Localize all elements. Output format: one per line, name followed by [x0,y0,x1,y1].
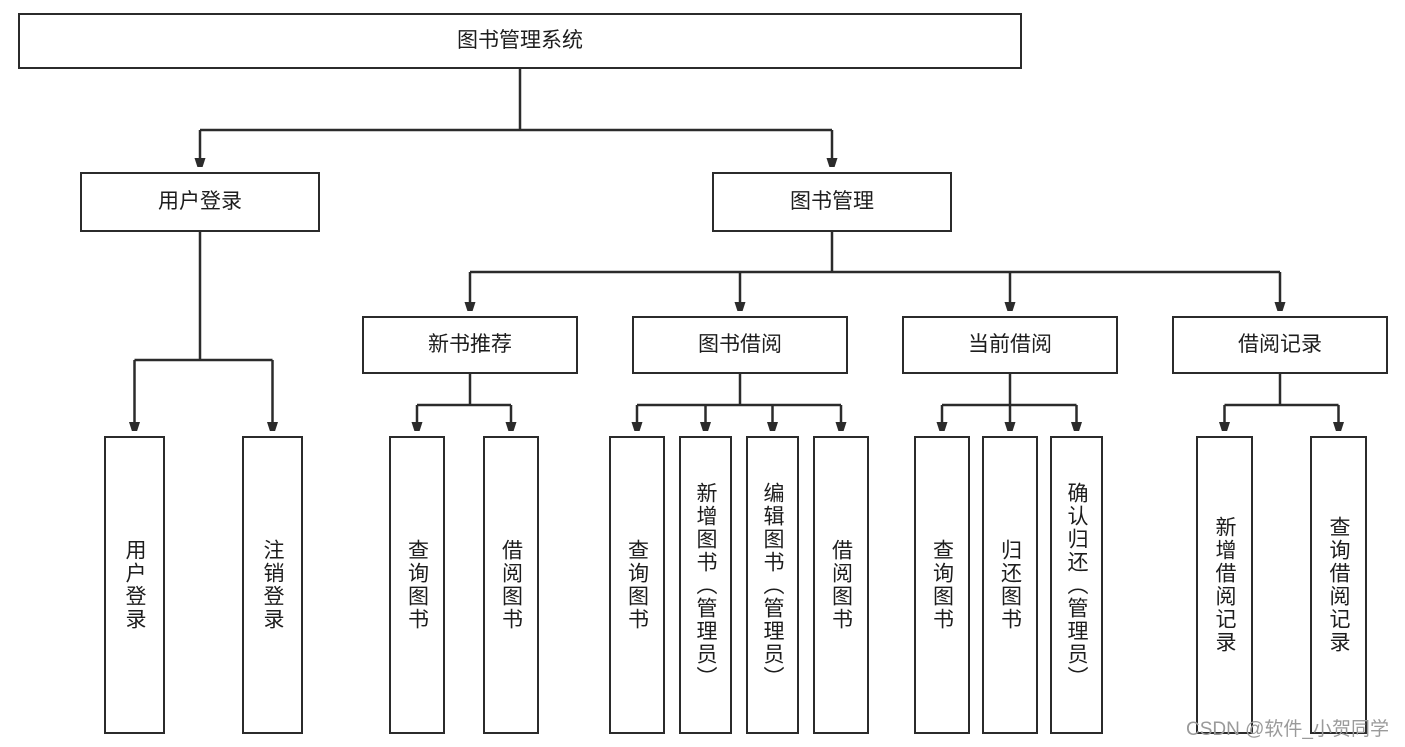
node-label: 确认归还（管理员） [1065,481,1088,689]
watermark-label: CSDN @软件_小贺同学 [1186,719,1389,740]
node-label: 图书管理 [790,189,874,213]
node-leaf-bw-query[interactable]: 查询图书 [609,436,665,734]
node-leaf-cur-confirm[interactable]: 确认归还（管理员） [1050,436,1103,734]
node-label: 查询图书 [930,539,954,631]
node-label: 当前借阅 [968,332,1052,356]
node-label: 新增图书（管理员） [694,481,717,689]
node-label: 用户登录 [158,189,242,213]
node-leaf-bw-add[interactable]: 新增图书（管理员） [679,436,732,734]
node-label: 借阅图书 [499,539,523,631]
node-bookmgmt[interactable]: 图书管理 [712,172,952,232]
node-records[interactable]: 借阅记录 [1172,316,1388,374]
node-label: 查询图书 [405,539,429,631]
node-leaf-nb-borrow[interactable]: 借阅图书 [483,436,539,734]
node-label: 新增借阅记录 [1213,516,1236,654]
node-label: 图书借阅 [698,332,782,356]
node-newbook[interactable]: 新书推荐 [362,316,578,374]
node-leaf-cur-return[interactable]: 归还图书 [982,436,1038,734]
node-label: 新书推荐 [428,332,512,356]
node-leaf-user-login[interactable]: 用户登录 [104,436,165,734]
node-label: 借阅记录 [1238,332,1322,356]
node-leaf-bw-borrow[interactable]: 借阅图书 [813,436,869,734]
node-label: 查询借阅记录 [1327,516,1350,654]
node-leaf-cur-query[interactable]: 查询图书 [914,436,970,734]
node-label: 编辑图书（管理员） [761,481,784,689]
node-leaf-user-logout[interactable]: 注销登录 [242,436,303,734]
node-current[interactable]: 当前借阅 [902,316,1118,374]
node-root[interactable]: 图书管理系统 [18,13,1022,69]
node-leaf-rec-add[interactable]: 新增借阅记录 [1196,436,1253,734]
node-leaf-nb-query[interactable]: 查询图书 [389,436,445,734]
node-label: 查询图书 [625,539,649,631]
node-label: 归还图书 [998,539,1022,631]
node-label: 图书管理系统 [457,28,583,52]
node-label: 用户登录 [123,539,146,631]
node-borrow[interactable]: 图书借阅 [632,316,848,374]
node-label: 注销登录 [261,539,284,631]
node-leaf-bw-edit[interactable]: 编辑图书（管理员） [746,436,799,734]
node-leaf-rec-query[interactable]: 查询借阅记录 [1310,436,1367,734]
node-label: 借阅图书 [829,539,853,631]
node-login[interactable]: 用户登录 [80,172,320,232]
